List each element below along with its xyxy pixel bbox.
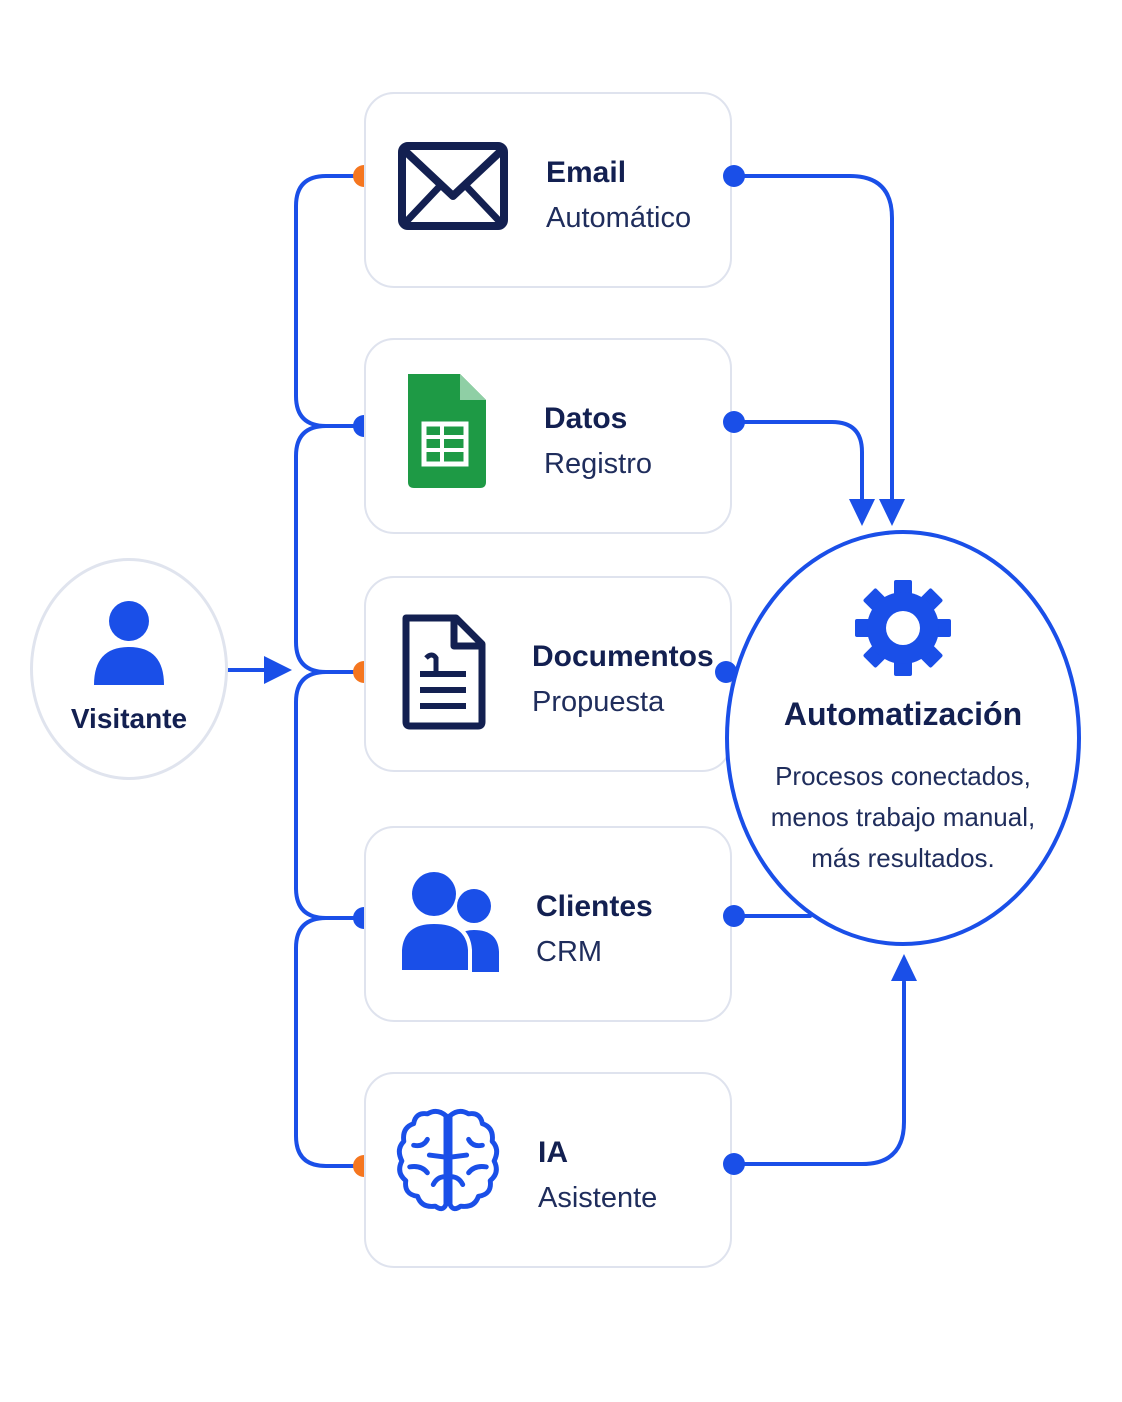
ia-to-hub xyxy=(732,980,906,1166)
card-subtitle: Registro xyxy=(544,448,652,480)
hub-line: menos trabajo manual, xyxy=(770,802,1036,832)
bus-datos-docs xyxy=(294,424,366,674)
card-clientes: Clientes CRM xyxy=(364,826,732,1022)
bus-clientes-ia xyxy=(294,916,366,1168)
user-icon xyxy=(94,601,164,685)
hub-line: Procesos conectados, xyxy=(775,761,1031,791)
bus-email-datos xyxy=(294,174,366,428)
card-datos: Datos Registro xyxy=(364,338,732,534)
envelope-icon xyxy=(398,138,508,248)
gear-icon xyxy=(855,580,951,676)
card-subtitle: Automático xyxy=(546,202,692,234)
card-ia: IA Asistente xyxy=(364,1072,732,1268)
automation-hub: Automatización Procesos conectados, meno… xyxy=(725,530,1081,946)
card-title: Clientes xyxy=(536,890,653,923)
email-to-hub xyxy=(732,174,894,502)
brain-icon xyxy=(394,1106,504,1216)
hub-description: Procesos conectados, menos trabajo manua… xyxy=(729,756,1077,879)
visitor-node: Visitante xyxy=(30,558,228,780)
card-title: Documentos xyxy=(532,640,714,673)
card-title: Datos xyxy=(544,402,628,435)
ia-arrowhead xyxy=(891,954,917,981)
card-subtitle: CRM xyxy=(536,936,603,968)
card-email: Email Automático xyxy=(364,92,732,288)
card-title: Email xyxy=(546,156,627,189)
card-title: IA xyxy=(538,1136,568,1169)
card-subtitle: Propuesta xyxy=(532,686,665,718)
card-documentos: Documentos Propuesta xyxy=(364,576,732,772)
visitor-label: Visitante xyxy=(70,703,188,734)
hub-title: Automatización xyxy=(783,696,1023,732)
email-arrowhead xyxy=(879,499,905,526)
card-subtitle: Asistente xyxy=(538,1182,658,1214)
spreadsheet-icon xyxy=(402,370,512,488)
users-icon xyxy=(398,868,508,978)
hub-line: más resultados. xyxy=(811,843,995,873)
datos-arrowhead xyxy=(849,499,875,526)
bus-docs-clientes xyxy=(294,670,366,920)
datos-to-hub xyxy=(732,420,864,502)
document-icon xyxy=(398,612,508,730)
visitor-arrowhead xyxy=(264,656,292,684)
